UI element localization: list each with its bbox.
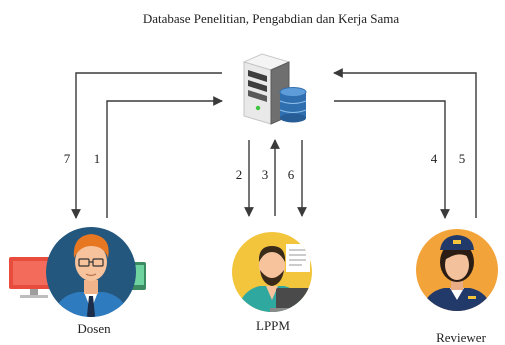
reviewer-label: Reviewer	[436, 330, 486, 345]
flow-arrow-1	[106, 96, 223, 218]
reviewer-avatar-icon	[416, 229, 498, 311]
lppm-label: LPPM	[256, 318, 290, 333]
diagram-title: Database Penelitian, Pengabdian dan Kerj…	[143, 11, 400, 26]
lppm-staff-avatar-icon	[232, 232, 312, 312]
flow-number-4: 4	[431, 151, 438, 166]
flow-number-5: 5	[459, 151, 466, 166]
flow-number-2: 2	[236, 167, 243, 182]
flow-arrow-7	[71, 72, 222, 219]
flow-number-6: 6	[288, 167, 295, 182]
database-server-icon	[242, 53, 307, 125]
flow-arrow-5	[333, 68, 477, 218]
flow-arrow-4	[334, 100, 450, 219]
lecturer-avatar-icon	[9, 227, 146, 317]
flow-number-7: 7	[64, 151, 71, 166]
flow-number-3: 3	[262, 167, 269, 182]
dosen-label: Dosen	[77, 321, 111, 336]
flow-number-1: 1	[94, 151, 101, 166]
